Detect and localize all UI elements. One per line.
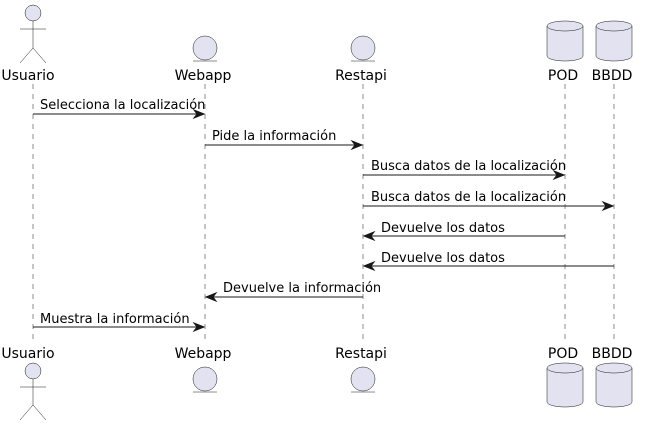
participant-usuario-bottom: Usuario <box>1 346 54 362</box>
participant-webapp-top: Webapp <box>175 68 232 84</box>
entity-webapp-top-icon <box>192 35 218 62</box>
message-4-label: Busca datos de la localización <box>371 190 566 205</box>
message-5-label: Devuelve los datos <box>381 221 505 236</box>
message-2: Pide la información <box>205 129 364 151</box>
participant-restapi-bottom: Restapi <box>335 346 387 362</box>
database-bbdd-top-icon <box>595 20 633 62</box>
message-8: Muestra la información <box>33 312 206 333</box>
participant-pod-top: POD <box>548 68 578 84</box>
database-bbdd-bottom-icon <box>595 362 633 408</box>
actor-usuario-top-icon <box>19 4 47 64</box>
entity-restapi-bottom-icon <box>350 366 376 393</box>
message-4: Busca datos de la localización <box>363 190 615 212</box>
database-pod-bottom-icon <box>546 362 584 408</box>
database-pod-top-icon <box>546 20 584 62</box>
message-2-label: Pide la información <box>212 129 336 144</box>
participant-usuario-top: Usuario <box>1 68 54 84</box>
message-7-label: Devuelve la información <box>223 281 381 296</box>
participant-pod-bottom: POD <box>548 346 578 362</box>
message-1: Selecciona la localización <box>33 98 205 120</box>
message-5: Devuelve los datos <box>362 221 565 242</box>
actor-usuario-bottom-icon <box>19 362 47 421</box>
entity-restapi-top-icon <box>350 35 376 62</box>
message-7: Devuelve la información <box>204 281 381 303</box>
participant-restapi-top: Restapi <box>335 68 387 84</box>
participant-bbdd-bottom: BBDD <box>592 346 633 362</box>
message-3: Busca datos de la localización <box>363 159 566 181</box>
message-3-label: Busca datos de la localización <box>371 159 566 174</box>
participant-bbdd-top: BBDD <box>592 68 633 84</box>
message-8-label: Muestra la información <box>40 312 190 327</box>
participant-webapp-bottom: Webapp <box>175 346 232 362</box>
message-1-label: Selecciona la localización <box>40 98 205 113</box>
message-6: Devuelve los datos <box>362 251 614 272</box>
entity-webapp-bottom-icon <box>192 366 218 393</box>
message-6-label: Devuelve los datos <box>381 251 505 266</box>
